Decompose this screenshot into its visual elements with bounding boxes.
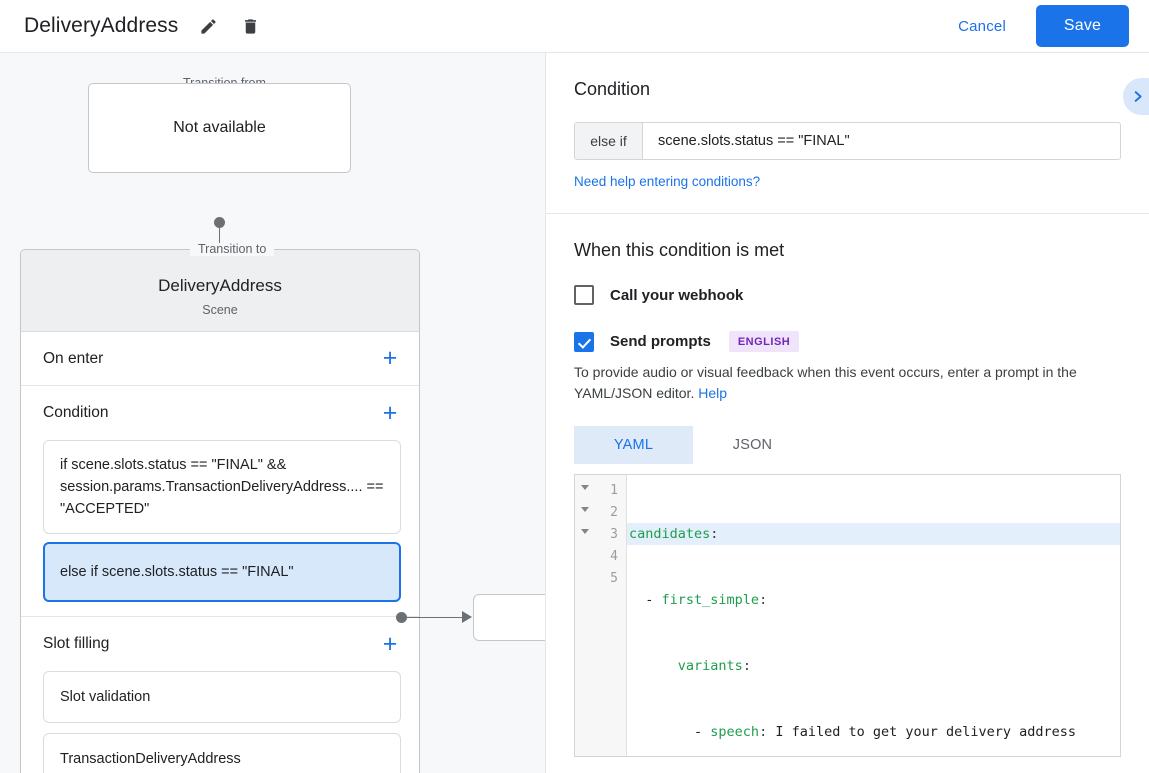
scene-title: DeliveryAddress	[158, 276, 282, 295]
condition-item-selected[interactable]: else if scene.slots.status == "FINAL"	[43, 542, 401, 602]
slot-validation-item[interactable]: Slot validation	[43, 671, 401, 723]
flow-canvas: Transition from Not available Transition…	[0, 53, 546, 773]
condition-edge-line	[403, 617, 465, 618]
helper-copy: To provide audio or visual feedback when…	[574, 364, 1077, 401]
send-prompts-label: Send prompts	[610, 333, 711, 350]
transition-to-node: DeliveryAddress Scene On enter + Conditi…	[20, 249, 420, 773]
gutter-line[interactable]: 5	[575, 567, 626, 589]
line-number: 4	[610, 548, 618, 564]
transition-from-value: Not available	[173, 119, 266, 136]
condition-input-row[interactable]: else if scene.slots.status == "FINAL"	[574, 122, 1121, 160]
condition-heading: Condition	[574, 79, 651, 99]
code-line[interactable]: - speech: I failed to get your delivery …	[627, 721, 1120, 743]
pencil-icon[interactable]	[196, 14, 220, 38]
line-number: 1	[610, 482, 618, 498]
next-node-partial[interactable]	[473, 594, 546, 641]
fold-triangle-icon[interactable]	[581, 485, 589, 490]
webhook-row[interactable]: Call your webhook	[574, 285, 1121, 305]
call-webhook-checkbox[interactable]	[574, 285, 594, 305]
editor-code-area[interactable]: candidates: - first_simple: variants: - …	[627, 475, 1120, 756]
condition-help-link[interactable]: Need help entering conditions?	[574, 174, 761, 189]
cancel-button[interactable]: Cancel	[944, 10, 1020, 43]
details-panel: Condition else if scene.slots.status == …	[546, 53, 1149, 773]
slot-filling-list: Slot validation TransactionDeliveryAddre…	[21, 671, 419, 773]
tab-json[interactable]: JSON	[732, 437, 773, 453]
condition-edge-arrowhead	[462, 611, 472, 623]
code-key: candidates	[629, 526, 711, 542]
page-title: DeliveryAddress	[24, 14, 179, 37]
scene-header[interactable]: DeliveryAddress Scene	[21, 250, 419, 332]
code-colon: :	[710, 526, 719, 542]
gutter-line[interactable]: 1	[575, 479, 626, 501]
section-condition[interactable]: Condition +	[21, 386, 419, 440]
add-on-enter-button[interactable]: +	[382, 344, 398, 372]
when-condition-met-section: When this condition is met Call your web…	[546, 214, 1149, 773]
condition-expression-input[interactable]: scene.slots.status == "FINAL"	[658, 133, 850, 149]
code-indent: -	[629, 724, 711, 740]
scene-subtitle: Scene	[202, 303, 238, 317]
save-button[interactable]: Save	[1036, 5, 1129, 47]
line-number: 3	[610, 526, 618, 542]
section-on-enter[interactable]: On enter +	[21, 332, 419, 386]
section-condition-label: Condition	[43, 404, 109, 421]
code-indent: -	[629, 592, 662, 608]
code-colon: :	[759, 592, 768, 608]
help-link[interactable]: Help	[698, 385, 728, 401]
condition-list: if scene.slots.status == "FINAL" && sess…	[21, 440, 419, 617]
tab-yaml[interactable]: YAML	[574, 426, 693, 464]
code-indent	[629, 658, 678, 674]
line-number: 2	[610, 504, 618, 520]
prompts-helper-text: To provide audio or visual feedback when…	[574, 362, 1121, 404]
language-badge: ENGLISH	[728, 331, 800, 352]
panel-divider	[545, 53, 546, 773]
code-line[interactable]: - first_simple:	[627, 589, 1120, 611]
code-line[interactable]: candidates:	[627, 523, 1120, 545]
editor-gutter: 1 2 3 4 5	[575, 475, 627, 756]
when-met-heading: When this condition is met	[574, 240, 785, 260]
gutter-line[interactable]: 2	[575, 501, 626, 523]
condition-prefix: else if	[575, 123, 643, 159]
transition-from-node[interactable]: Not available	[88, 83, 351, 173]
code-colon: :	[759, 724, 768, 740]
line-number: 5	[610, 570, 618, 586]
trash-icon[interactable]	[238, 14, 262, 38]
code-key: variants	[677, 658, 743, 674]
add-slot-filling-button[interactable]: +	[382, 629, 398, 658]
gutter-line[interactable]: 3	[575, 523, 626, 545]
send-prompts-checkbox[interactable]	[574, 331, 594, 352]
code-value: I failed to get your delivery address	[767, 724, 1077, 740]
fold-triangle-icon[interactable]	[581, 529, 589, 534]
slot-item[interactable]: TransactionDeliveryAddress	[43, 733, 401, 773]
section-slot-filling[interactable]: Slot filling +	[21, 617, 419, 671]
app-header: DeliveryAddress Cancel Save	[0, 0, 1149, 53]
code-key: speech	[710, 724, 760, 740]
code-line[interactable]: variants:	[627, 655, 1120, 677]
section-slot-filling-label: Slot filling	[43, 635, 110, 652]
chevron-right-icon[interactable]	[1123, 78, 1149, 115]
call-webhook-label: Call your webhook	[610, 286, 744, 304]
yaml-editor[interactable]: 1 2 3 4 5 candidates: - first_simple: va…	[574, 474, 1121, 757]
send-prompts-row[interactable]: Send prompts ENGLISH	[574, 331, 1121, 352]
gutter-line[interactable]: 4	[575, 545, 626, 567]
condition-section: Condition else if scene.slots.status == …	[546, 53, 1149, 214]
condition-item[interactable]: if scene.slots.status == "FINAL" && sess…	[43, 440, 401, 534]
section-on-enter-label: On enter	[43, 349, 104, 367]
condition-edge-dot	[396, 612, 407, 623]
editor-format-tabs: YAML JSON	[574, 426, 1121, 464]
code-colon: :	[742, 658, 751, 674]
code-key: first_simple	[661, 592, 760, 608]
fold-triangle-icon[interactable]	[581, 507, 589, 512]
transition-to-legend: Transition to	[190, 243, 275, 256]
add-condition-button[interactable]: +	[382, 398, 398, 427]
